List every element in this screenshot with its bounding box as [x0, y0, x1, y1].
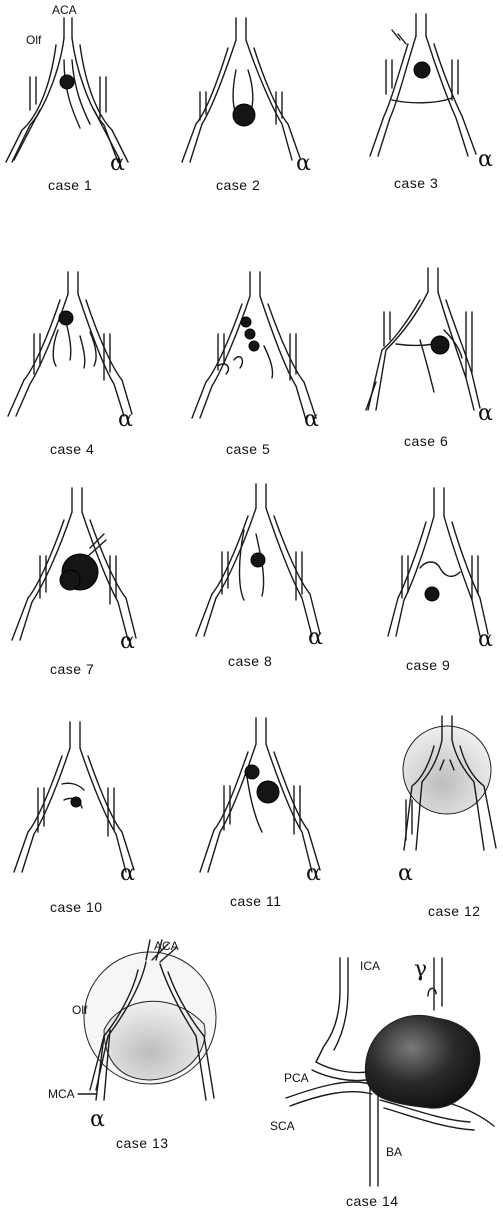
case-1-alpha-marker: α	[110, 151, 125, 176]
case-1-caption: case 1	[48, 177, 92, 193]
case-1-diagram: ACA Olf α case 1	[6, 3, 128, 193]
case-7-aneurysm-lobe	[60, 570, 80, 590]
case-2-diagram: α case 2	[182, 18, 311, 193]
case-9-diagram: α case 9	[388, 488, 493, 673]
case-9-alpha-marker: α	[478, 627, 493, 652]
case-8-caption: case 8	[228, 653, 272, 669]
case-14-diagram: ICA PCA SCA BA γ case 14	[270, 957, 494, 1209]
case-6-aneurysm	[431, 336, 449, 354]
case-6-caption: case 6	[404, 433, 448, 449]
case-3-caption: case 3	[394, 175, 438, 191]
case-2-caption: case 2	[216, 177, 260, 193]
case-3-diagram: α case 3	[370, 14, 493, 191]
case-1-aneurysm	[60, 75, 74, 89]
case-6-diagram: α case 6	[366, 268, 493, 449]
case-13-alpha-marker: α	[90, 1107, 105, 1132]
case-5-diagram: α case 5	[192, 272, 319, 457]
case-5-aneurysm-middle	[245, 329, 255, 339]
case-14-caption: case 14	[346, 1193, 399, 1209]
case-11-aneurysm-large	[257, 781, 279, 803]
case-9-aneurysm	[425, 587, 439, 601]
case-12-diagram: α case 12	[398, 716, 496, 919]
case-4-alpha-marker: α	[118, 407, 133, 432]
case-13-label-olf: Olf	[72, 1003, 88, 1017]
case-14-label-ba: BA	[386, 1145, 402, 1159]
case-8-diagram: α case 8	[196, 484, 323, 669]
case-5-alpha-marker: α	[304, 407, 319, 432]
case-13-diagram: ACA Olf MCA α case 13	[48, 939, 216, 1151]
case-13-label-mca: MCA	[48, 1087, 75, 1101]
case-9-caption: case 9	[406, 657, 450, 673]
case-5-aneurysm-upper	[241, 317, 251, 327]
case-14-gamma-marker: γ	[414, 957, 427, 982]
case-10-alpha-marker: α	[120, 861, 135, 886]
case-3-aneurysm	[414, 62, 430, 78]
case-7-caption: case 7	[50, 661, 94, 677]
case-2-alpha-marker: α	[296, 151, 311, 176]
case-14-aneurysm-sac	[365, 1015, 480, 1108]
case-3-alpha-marker: α	[478, 147, 493, 172]
case-1-label-aca: ACA	[52, 3, 77, 17]
case-13-caption: case 13	[116, 1135, 169, 1151]
case-14-label-pca: PCA	[284, 1071, 309, 1085]
case-8-aneurysm	[251, 553, 265, 567]
case-1-label-olf: Olf	[26, 33, 42, 47]
case-11-diagram: α case 11	[200, 718, 321, 909]
case-7-diagram: α case 7	[12, 488, 136, 677]
case-11-caption: case 11	[230, 893, 282, 909]
case-14-label-sca: SCA	[270, 1119, 295, 1133]
case-12-aneurysm-sac	[403, 726, 491, 814]
case-5-caption: case 5	[226, 441, 270, 457]
case-13-label-aca: ACA	[154, 939, 179, 953]
case-4-aneurysm	[59, 311, 73, 325]
case-4-caption: case 4	[50, 441, 94, 457]
case-14-label-ica: ICA	[360, 959, 380, 973]
case-12-caption: case 12	[428, 903, 481, 919]
case-7-alpha-marker: α	[120, 629, 135, 654]
case-8-alpha-marker: α	[308, 625, 323, 650]
case-6-alpha-marker: α	[478, 401, 493, 426]
case-2-aneurysm	[233, 104, 255, 126]
case-5-aneurysm-lower	[249, 341, 259, 351]
case-12-alpha-marker: α	[398, 861, 413, 886]
case-4-diagram: α case 4	[8, 272, 133, 457]
case-10-caption: case 10	[50, 899, 103, 915]
case-10-aneurysm	[71, 797, 81, 807]
case-11-alpha-marker: α	[306, 861, 321, 886]
case-11-aneurysm-small	[245, 765, 259, 779]
case-10-diagram: α case 10	[14, 722, 135, 915]
